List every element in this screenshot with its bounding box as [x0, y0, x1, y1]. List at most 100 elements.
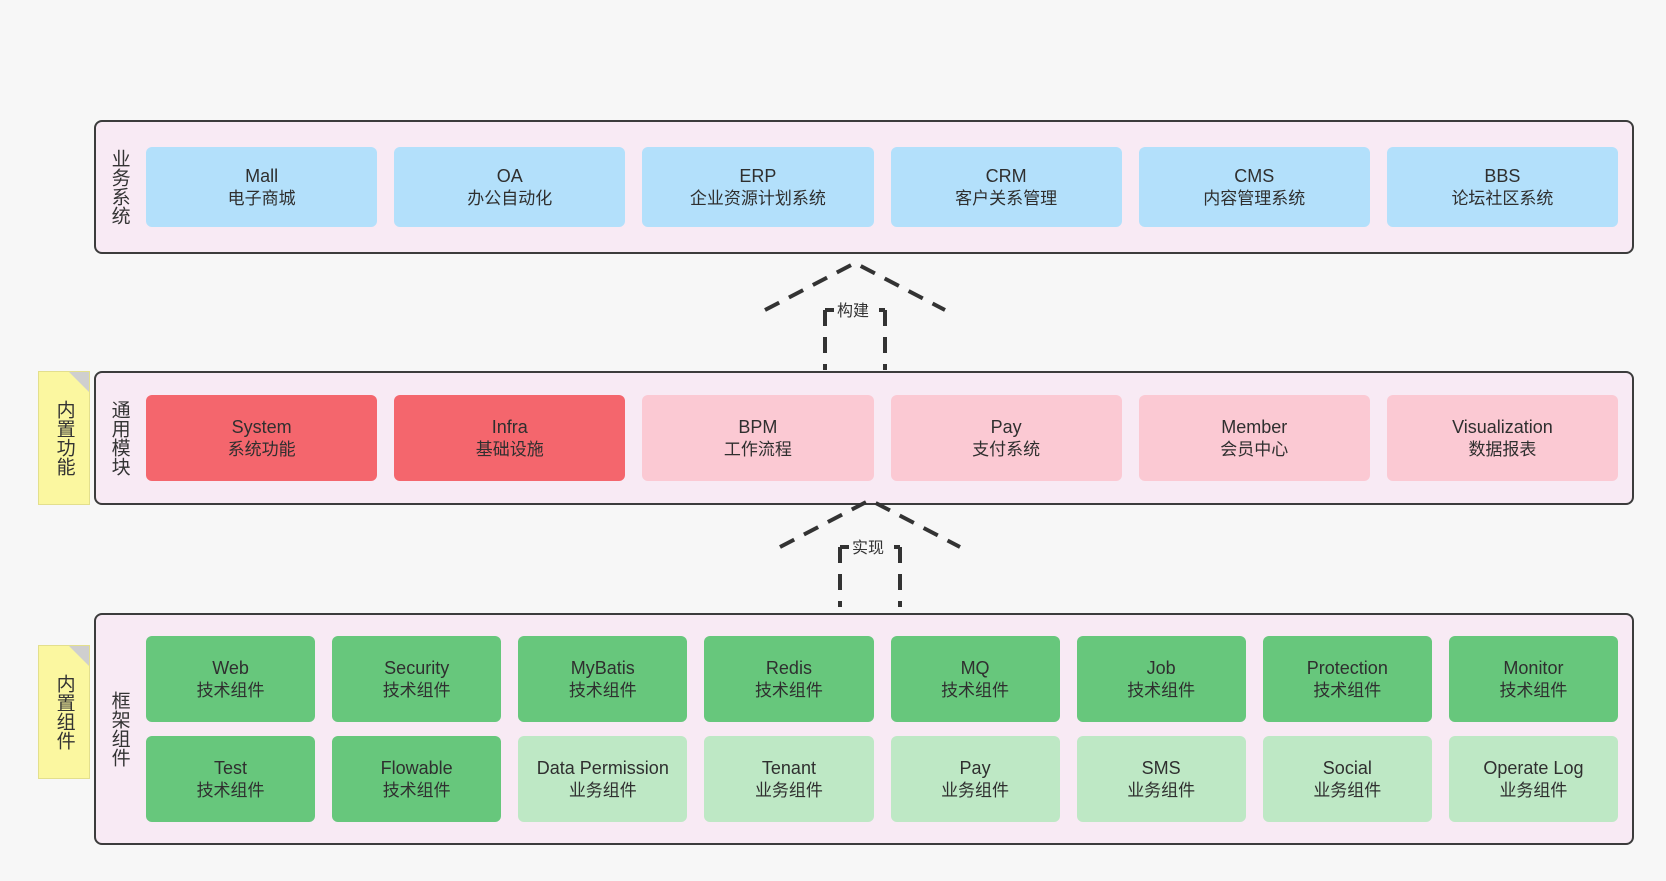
card-title: Infra [491, 416, 528, 437]
card-title: Job [1146, 657, 1176, 678]
card-row: Mall 电子商城 OA 办公自动化 ERP 企业资源计划系统 CRM 客户关系… [146, 147, 1619, 227]
card-title: Social [1322, 757, 1372, 778]
card-subtitle: 技术组件 [1499, 680, 1568, 700]
card-subtitle: 技术组件 [568, 680, 637, 700]
card-subtitle: 论坛社区系统 [1451, 188, 1554, 208]
generalization-arrowhead [764, 260, 946, 312]
page-fold-icon [69, 372, 89, 392]
card-subtitle: 系统功能 [227, 439, 296, 459]
card-bpm[interactable]: BPM 工作流程 [642, 395, 874, 481]
card-subtitle: 电子商城 [227, 188, 296, 208]
connector-implement: 实现 [775, 495, 965, 607]
card-pay-module[interactable]: Pay 支付系统 [890, 395, 1122, 481]
card-title: OA [496, 165, 523, 186]
connector-label-build: 构建 [834, 296, 873, 322]
note-label: 内置组件 [53, 674, 75, 750]
card-flowable[interactable]: Flowable 技术组件 [332, 736, 502, 822]
card-infra[interactable]: Infra 基础设施 [394, 395, 626, 481]
card-subtitle: 数据报表 [1468, 439, 1537, 459]
connector-label-implement: 实现 [849, 533, 888, 559]
card-subtitle: 技术组件 [196, 780, 265, 800]
card-subtitle: 业务组件 [1499, 780, 1568, 800]
card-title: MyBatis [570, 657, 635, 678]
card-subtitle: 企业资源计划系统 [689, 188, 826, 208]
card-title: Tenant [761, 757, 816, 778]
card-subtitle: 办公自动化 [467, 188, 553, 208]
card-mq[interactable]: MQ 技术组件 [890, 636, 1060, 722]
layer-body-business: Mall 电子商城 OA 办公自动化 ERP 企业资源计划系统 CRM 客户关系… [142, 122, 1632, 252]
card-subtitle: 内容管理系统 [1203, 188, 1306, 208]
card-title: CRM [985, 165, 1027, 186]
card-subtitle: 技术组件 [1313, 680, 1382, 700]
card-title: Data Permission [536, 757, 669, 778]
card-title: SMS [1141, 757, 1181, 778]
card-job[interactable]: Job 技术组件 [1076, 636, 1246, 722]
layer-label-framework: 框架组件 [108, 691, 130, 767]
card-subtitle: 业务组件 [1313, 780, 1382, 800]
card-subtitle: 业务组件 [941, 780, 1010, 800]
layer-label-business: 业务系统 [108, 149, 130, 225]
card-sms[interactable]: SMS 业务组件 [1076, 736, 1246, 822]
card-subtitle: 业务组件 [568, 780, 637, 800]
card-title: MQ [960, 657, 990, 678]
card-subtitle: 支付系统 [972, 439, 1041, 459]
card-subtitle: 客户关系管理 [955, 188, 1058, 208]
card-row: Web 技术组件 Security 技术组件 MyBatis 技术组件 Redi… [146, 636, 1618, 722]
card-bbs[interactable]: BBS 论坛社区系统 [1386, 147, 1619, 227]
card-pay-component[interactable]: Pay 业务组件 [890, 736, 1060, 822]
card-subtitle: 技术组件 [941, 680, 1010, 700]
card-title: System [231, 416, 292, 437]
card-title: ERP [739, 165, 777, 186]
layer-label-modules: 通用模块 [108, 400, 130, 476]
card-social[interactable]: Social 业务组件 [1262, 736, 1432, 822]
card-subtitle: 技术组件 [754, 680, 823, 700]
card-tenant[interactable]: Tenant 业务组件 [704, 736, 874, 822]
note-builtin-features: 内置功能 [38, 371, 90, 505]
card-title: Flowable [380, 757, 453, 778]
card-visualization[interactable]: Visualization 数据报表 [1386, 395, 1619, 481]
card-subtitle: 业务组件 [754, 780, 823, 800]
card-erp[interactable]: ERP 企业资源计划系统 [642, 147, 874, 227]
card-monitor[interactable]: Monitor 技术组件 [1448, 636, 1618, 722]
note-label: 内置功能 [53, 400, 75, 476]
card-title: Mall [245, 165, 279, 186]
card-security[interactable]: Security 技术组件 [332, 636, 502, 722]
card-crm[interactable]: CRM 客户关系管理 [890, 147, 1122, 227]
card-member[interactable]: Member 会员中心 [1138, 395, 1370, 481]
card-title: BBS [1484, 165, 1521, 186]
card-data-permission[interactable]: Data Permission 业务组件 [518, 736, 688, 822]
card-row: Test 技术组件 Flowable 技术组件 Data Permission … [146, 736, 1618, 822]
layer-framework-components: 框架组件 Web 技术组件 Security 技术组件 MyBatis 技术组件… [94, 613, 1634, 845]
card-row: System 系统功能 Infra 基础设施 BPM 工作流程 Pay 支付系统… [146, 395, 1619, 481]
card-title: Member [1221, 416, 1288, 437]
card-cms[interactable]: CMS 内容管理系统 [1138, 147, 1370, 227]
card-title: BPM [738, 416, 778, 437]
generalization-arrowhead [779, 497, 961, 549]
layer-body-modules: System 系统功能 Infra 基础设施 BPM 工作流程 Pay 支付系统… [142, 373, 1632, 503]
card-web[interactable]: Web 技术组件 [146, 636, 316, 722]
note-builtin-components: 内置组件 [38, 645, 90, 779]
card-title: Security [384, 657, 450, 678]
card-redis[interactable]: Redis 技术组件 [704, 636, 874, 722]
card-title: CMS [1234, 165, 1275, 186]
card-title: Visualization [1452, 416, 1553, 437]
card-operate-log[interactable]: Operate Log 业务组件 [1448, 736, 1618, 822]
card-title: Redis [765, 657, 812, 678]
card-system[interactable]: System 系统功能 [146, 395, 378, 481]
card-title: Web [212, 657, 249, 678]
card-mall[interactable]: Mall 电子商城 [146, 147, 378, 227]
card-subtitle: 会员中心 [1220, 439, 1289, 459]
card-mybatis[interactable]: MyBatis 技术组件 [518, 636, 688, 722]
layer-business-systems: 业务系统 Mall 电子商城 OA 办公自动化 ERP 企业资源计划系统 CRM… [94, 120, 1634, 254]
card-subtitle: 业务组件 [1127, 780, 1196, 800]
connector-build: 构建 [760, 258, 950, 370]
card-title: Operate Log [1483, 757, 1584, 778]
card-protection[interactable]: Protection 技术组件 [1262, 636, 1432, 722]
card-subtitle: 技术组件 [1127, 680, 1196, 700]
card-title: Test [214, 757, 248, 778]
layer-common-modules: 通用模块 System 系统功能 Infra 基础设施 BPM 工作流程 Pay… [94, 371, 1634, 505]
card-oa[interactable]: OA 办公自动化 [394, 147, 626, 227]
card-test[interactable]: Test 技术组件 [146, 736, 316, 822]
card-title: Protection [1306, 657, 1388, 678]
